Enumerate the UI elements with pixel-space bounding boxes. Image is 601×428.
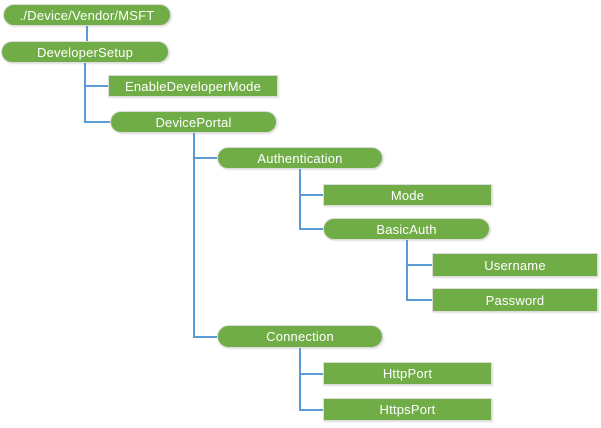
connector-segment [300, 228, 323, 230]
connector-segment [84, 63, 86, 123]
connector-segment [193, 133, 195, 338]
tree-node-http-port: HttpPort [323, 362, 492, 385]
tree-node-developer-setup: DeveloperSetup [1, 41, 169, 63]
tree-node-enable-developer-mode: EnableDeveloperMode [108, 75, 278, 97]
connector-segment [85, 85, 108, 87]
connector-segment [85, 121, 110, 123]
connector-segment [299, 348, 301, 411]
tree-node-connection: Connection [217, 325, 383, 348]
tree-node-mode: Mode [323, 184, 492, 206]
connector-segment [407, 299, 432, 301]
connector-segment [406, 240, 408, 301]
connector-segment [300, 409, 323, 411]
tree-node-password: Password [432, 288, 598, 312]
tree-node-authentication: Authentication [217, 147, 383, 169]
connector-segment [86, 26, 88, 41]
connector-segment [407, 264, 432, 266]
tree-node-basic-auth: BasicAuth [323, 218, 490, 240]
tree-node-device-portal: DevicePortal [110, 111, 277, 133]
connector-segment [300, 373, 323, 375]
tree-node-https-port: HttpsPort [323, 398, 492, 421]
connector-segment [194, 157, 217, 159]
connector-segment [299, 169, 301, 230]
tree-node-username: Username [432, 253, 598, 277]
connector-segment [300, 194, 323, 196]
connector-segment [194, 336, 217, 338]
tree-node-root: ./Device/Vendor/MSFT [3, 4, 171, 26]
